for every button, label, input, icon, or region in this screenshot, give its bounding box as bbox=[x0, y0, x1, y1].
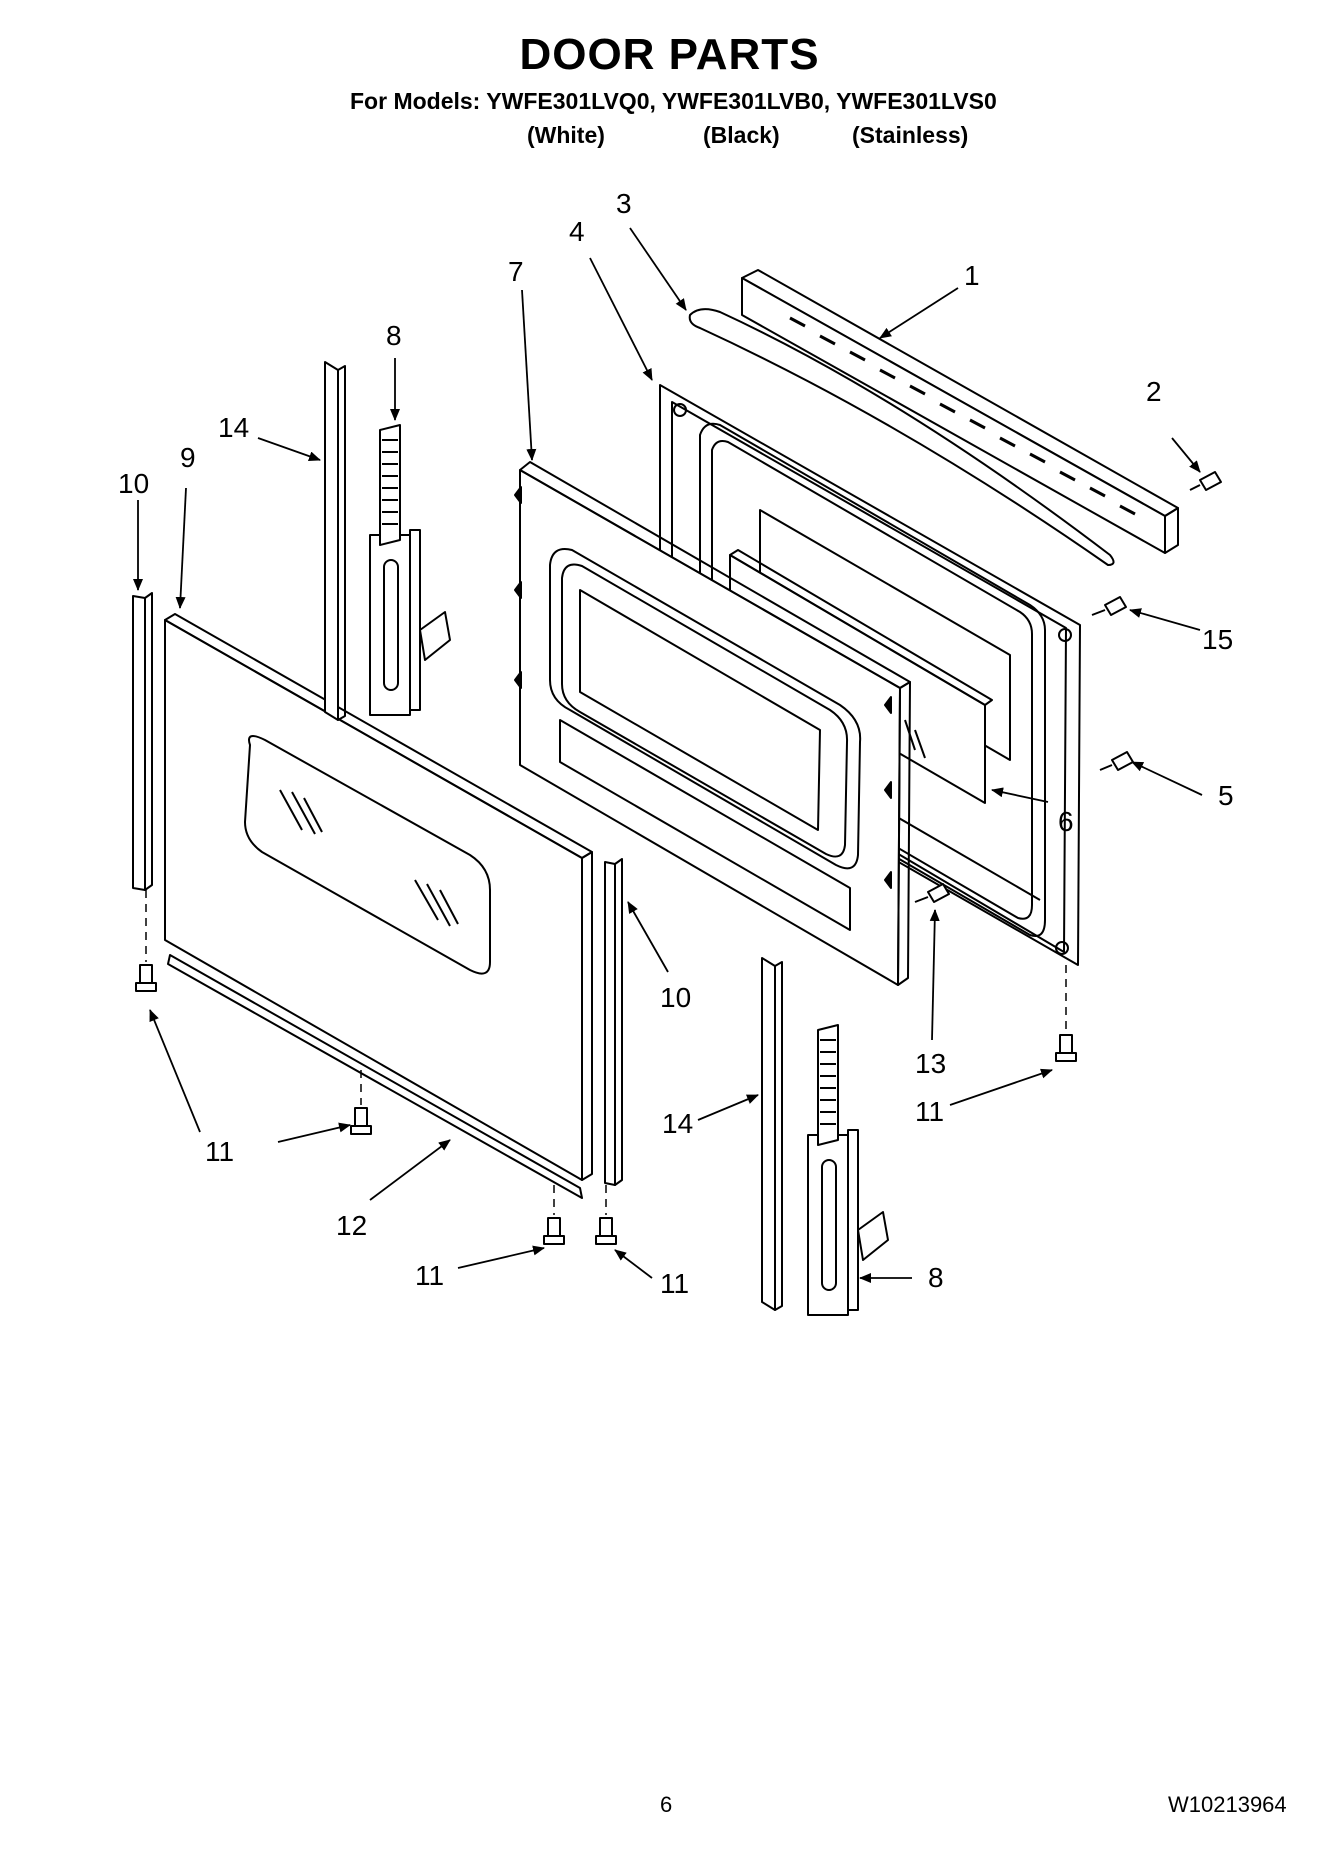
callout-14-right: 14 bbox=[662, 1108, 694, 1139]
door-handle bbox=[688, 308, 1115, 566]
callout-8-right: 8 bbox=[928, 1262, 944, 1293]
variant-white: (White) bbox=[527, 122, 605, 148]
document-number: W10213964 bbox=[1168, 1792, 1287, 1817]
callout-4: 4 bbox=[569, 216, 585, 247]
hinge-right bbox=[807, 1024, 889, 1316]
hinge-left bbox=[369, 424, 451, 716]
side-trim-left bbox=[132, 592, 153, 891]
callout-8-left: 8 bbox=[386, 320, 402, 351]
callout-13: 13 bbox=[915, 1048, 947, 1079]
side-trim-right bbox=[604, 858, 623, 1186]
callout-14-left: 14 bbox=[218, 412, 250, 443]
callout-5: 5 bbox=[1218, 780, 1234, 811]
callout-1: 1 bbox=[964, 260, 980, 291]
outer-door-glass bbox=[164, 613, 593, 1181]
page-number: 6 bbox=[660, 1792, 673, 1817]
hinge-receiver-left bbox=[324, 361, 346, 721]
page-title: DOOR PARTS bbox=[519, 30, 820, 79]
callout-9: 9 bbox=[180, 442, 196, 473]
screws bbox=[135, 471, 1222, 1245]
hinge-receiver-right bbox=[761, 957, 783, 1311]
callout-6: 6 bbox=[1058, 806, 1074, 837]
callout-11-a: 11 bbox=[205, 1136, 235, 1167]
callout-11-b: 11 bbox=[415, 1260, 445, 1291]
callout-12: 12 bbox=[336, 1210, 368, 1241]
callout-15: 15 bbox=[1202, 624, 1234, 655]
vent-trim bbox=[741, 269, 1179, 554]
callout-10-left: 10 bbox=[118, 468, 150, 499]
callout-3: 3 bbox=[616, 188, 632, 219]
callout-2: 2 bbox=[1146, 376, 1162, 407]
models-line: For Models: YWFE301LVQ0, YWFE301LVB0, YW… bbox=[350, 88, 997, 114]
callout-11-c: 11 bbox=[660, 1268, 690, 1299]
callout-11-d: 11 bbox=[915, 1096, 945, 1127]
variant-black: (Black) bbox=[703, 122, 780, 148]
variant-stainless: (Stainless) bbox=[852, 122, 969, 148]
callout-7: 7 bbox=[508, 256, 524, 287]
callout-10-right: 10 bbox=[660, 982, 692, 1013]
bottom-trim bbox=[167, 954, 583, 1199]
door-liner bbox=[514, 461, 911, 986]
